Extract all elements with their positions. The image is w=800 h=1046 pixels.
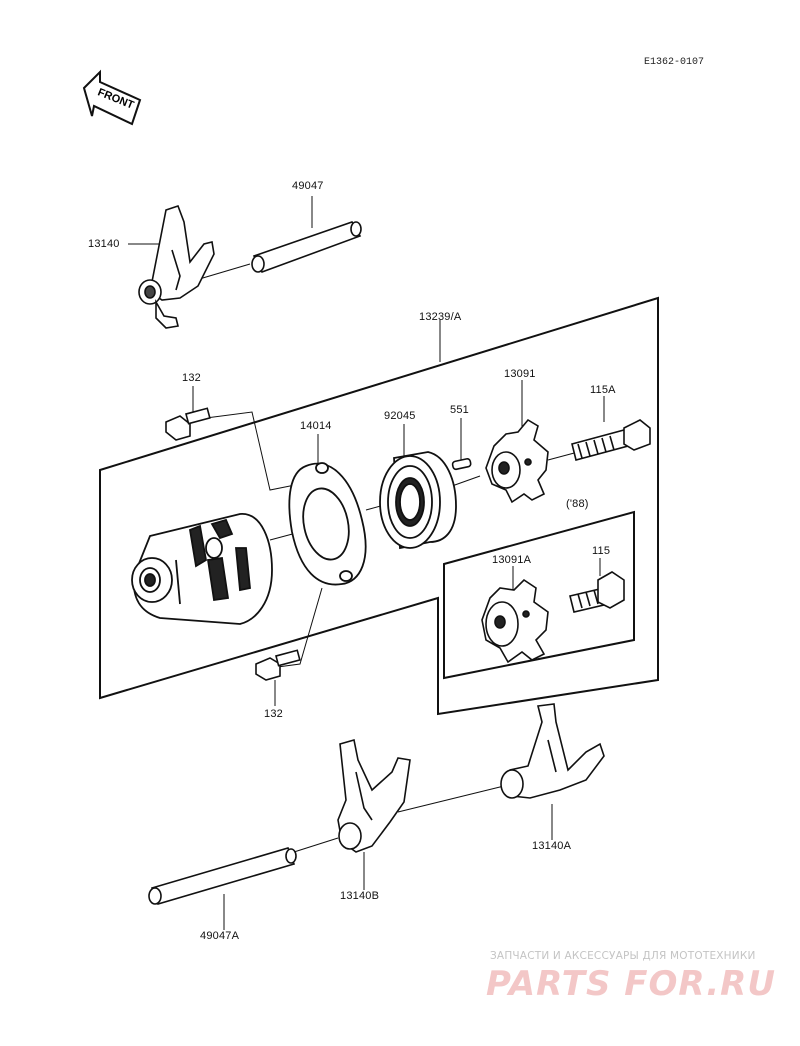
cam-13091: [485, 418, 549, 504]
bolt-115: [569, 571, 625, 613]
assembly-frame: [99, 296, 659, 716]
label-115: 115: [592, 545, 611, 557]
label-551: 551: [450, 404, 469, 416]
label-13140: 13140: [88, 238, 120, 250]
front-arrow-icon: FRONT: [82, 69, 142, 126]
watermark-logo: PARTS FOR.RU: [486, 964, 776, 1004]
bolt-132-bottom: [255, 649, 301, 681]
label-132-bottom: 132: [264, 708, 283, 720]
label-88: ('88): [566, 498, 589, 510]
label-13091: 13091: [504, 368, 536, 380]
pin-551: [451, 458, 472, 471]
label-13091a: 13091A: [492, 554, 532, 566]
watermark-tagline: ЗАПЧАСТИ И АКСЕССУАРЫ ДЛЯ МОТОТЕХНИКИ: [490, 950, 756, 962]
fork-13140b: [337, 738, 411, 853]
label-13140a: 13140A: [532, 840, 572, 852]
reference-code: E1362-0107: [643, 57, 704, 68]
bolt-132-top: [165, 407, 211, 441]
bearing-92045: [379, 451, 457, 550]
shift-drum: [131, 513, 273, 625]
gasket-14014: [288, 462, 367, 586]
sub-frame-88: [443, 510, 635, 680]
label-132-top: 132: [182, 372, 201, 384]
label-14014: 14014: [300, 420, 332, 432]
label-13140b: 13140B: [340, 890, 380, 902]
bolt-115a: [571, 419, 651, 461]
label-49047: 49047: [292, 180, 324, 192]
label-115a: 115A: [590, 384, 616, 396]
fork-13140a: [500, 703, 605, 799]
cam-13091a: [481, 578, 549, 664]
label-13239a: 13239/A: [419, 311, 462, 323]
shaft-49047a: [148, 847, 297, 905]
leader-lines: [128, 196, 605, 930]
shaft-49047: [251, 221, 362, 273]
label-49047a: 49047A: [200, 930, 240, 942]
label-92045: 92045: [384, 410, 416, 422]
fork-13140: [138, 204, 215, 329]
